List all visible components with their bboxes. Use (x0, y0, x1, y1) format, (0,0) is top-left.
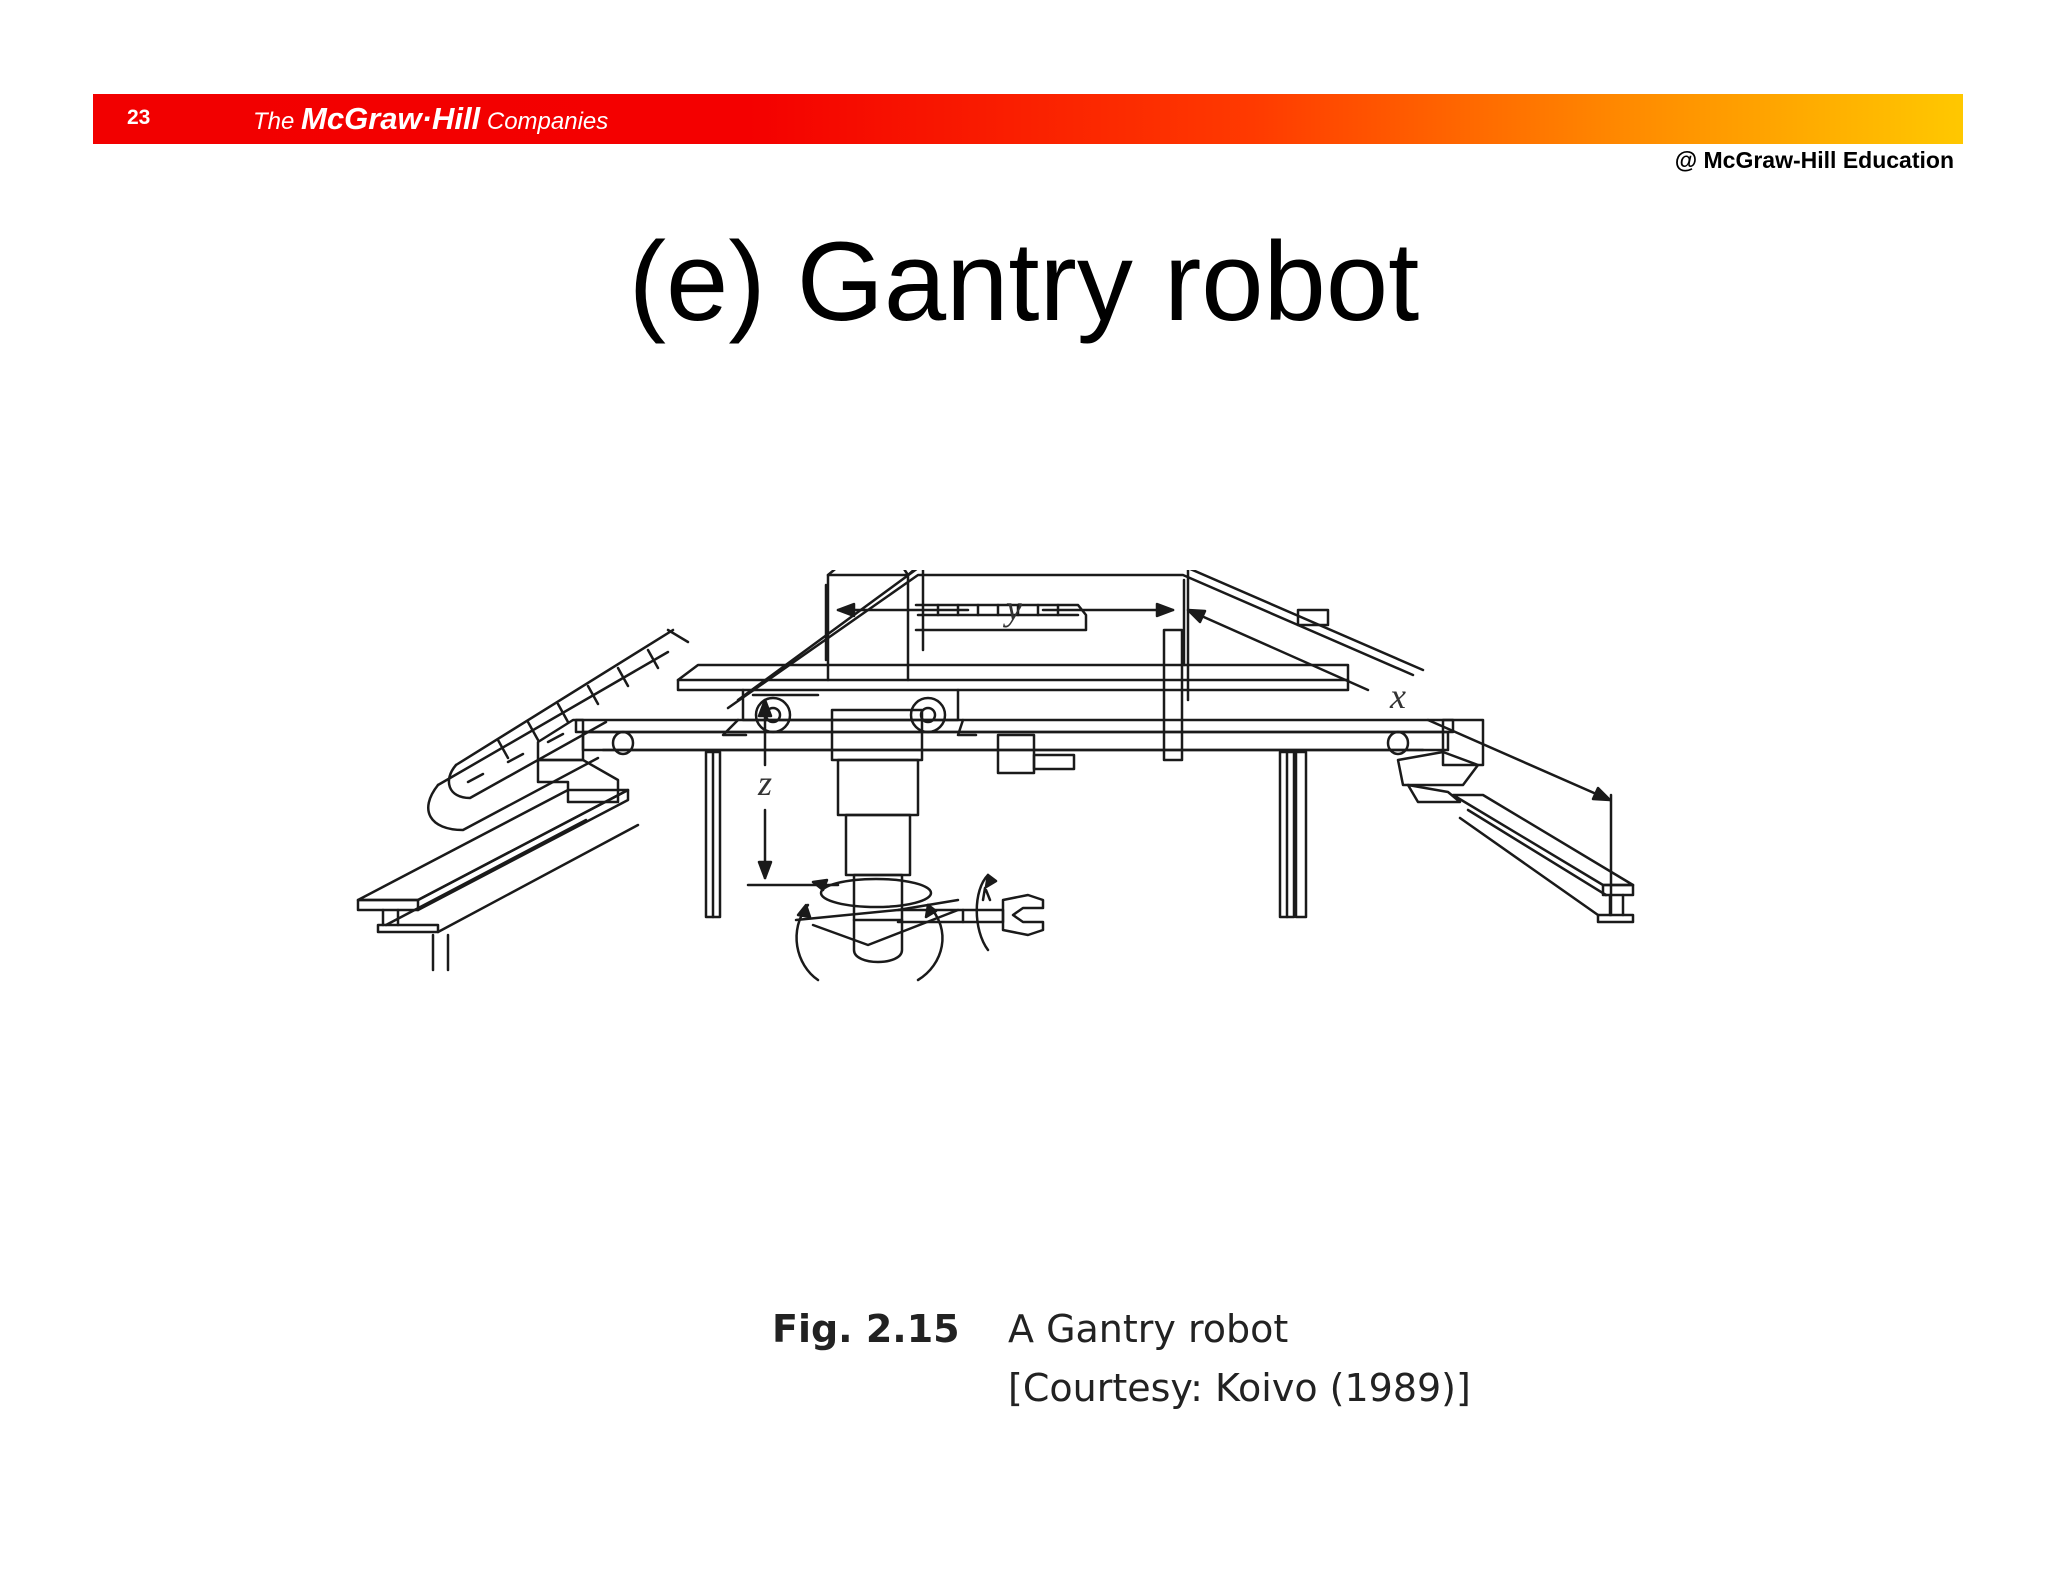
caption-credit: [Courtesy: Koivo (1989)] (1008, 1365, 1471, 1410)
y-carriage (676, 570, 1350, 737)
slide-number: 23 (127, 106, 151, 129)
support-columns (704, 750, 1308, 919)
publisher-logo: The McGraw·Hill Companies (253, 101, 609, 136)
label-z: z (757, 763, 772, 803)
caption-number: Fig. 2.15 (772, 1307, 960, 1351)
left-rail (356, 788, 640, 972)
gantry-robot-drawing: y x z (356, 570, 1635, 982)
header-banner: 23 The McGraw·Hill Companies (93, 94, 1963, 144)
dimension-x (1186, 608, 1613, 917)
label-x: x (1389, 676, 1406, 716)
figure-caption: Fig. 2.15 A Gantry robot [Courtesy: Koivo… (772, 1300, 1471, 1418)
dimension-y (824, 578, 1186, 667)
right-rail (1451, 793, 1635, 924)
z-axis-column (830, 708, 924, 964)
caption-title: A Gantry robot (1008, 1307, 1289, 1351)
cable-chain (427, 628, 690, 832)
cross-beam (574, 718, 1455, 775)
slide-title: (e) Gantry robot (628, 219, 1420, 344)
label-y: y (1003, 588, 1022, 628)
right-end-truck (1396, 718, 1485, 804)
copyright-notice: @ McGraw-Hill Education (1674, 147, 1954, 173)
gantry-robot-figure: y x z (198, 570, 1898, 1430)
wrist-gripper (794, 873, 1045, 982)
